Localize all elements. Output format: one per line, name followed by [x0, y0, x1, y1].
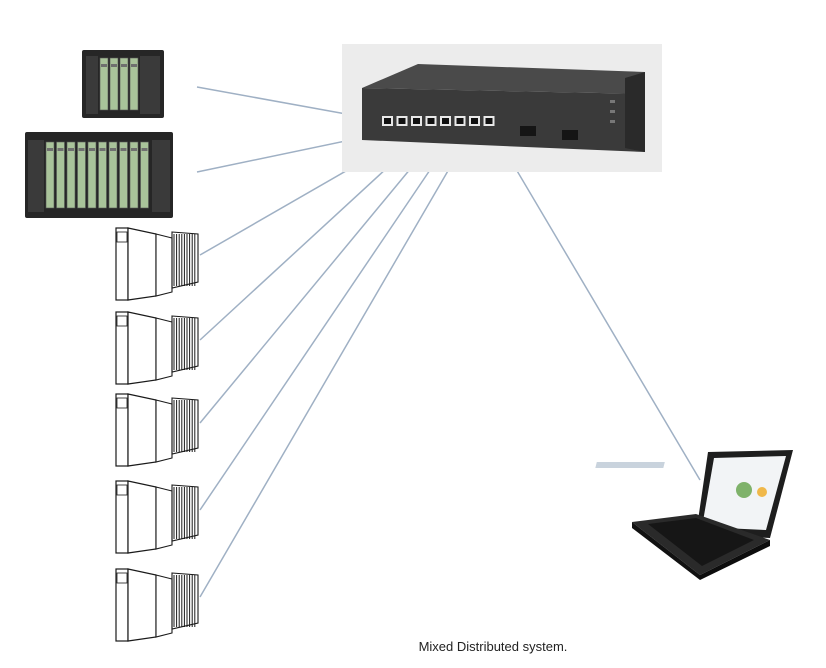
distributed-module-icon: [115, 393, 199, 467]
io-card: [77, 141, 86, 209]
io-card: [108, 141, 118, 209]
distributed-module-icon: [115, 311, 199, 385]
io-card: [119, 57, 129, 111]
io-card: [109, 57, 119, 111]
small-chassis-icon: [82, 50, 164, 118]
distributed-module-icon: [115, 480, 199, 554]
link-module-5: [199, 132, 471, 598]
io-card: [129, 141, 139, 209]
io-card: [87, 141, 97, 209]
large-chassis-icon: [25, 132, 173, 218]
io-card: [66, 141, 76, 209]
distributed-modules: [115, 227, 199, 642]
diagram-caption: Mixed Distributed system.: [418, 639, 568, 654]
laptop-icon: [595, 450, 793, 580]
network-switch-icon: [342, 44, 662, 172]
distributed-module-icon: [115, 227, 199, 301]
io-card: [98, 141, 107, 209]
distributed-module-icon: [115, 568, 199, 642]
link-laptop: [496, 136, 701, 481]
link-module-3: [199, 132, 441, 424]
io-card: [140, 141, 149, 209]
io-card: [45, 141, 55, 209]
io-card: [129, 57, 139, 111]
connection-lines: [196, 86, 701, 598]
io-card: [99, 57, 109, 111]
link-module-4: [199, 132, 456, 511]
io-card: [56, 141, 65, 209]
io-card: [119, 141, 128, 209]
